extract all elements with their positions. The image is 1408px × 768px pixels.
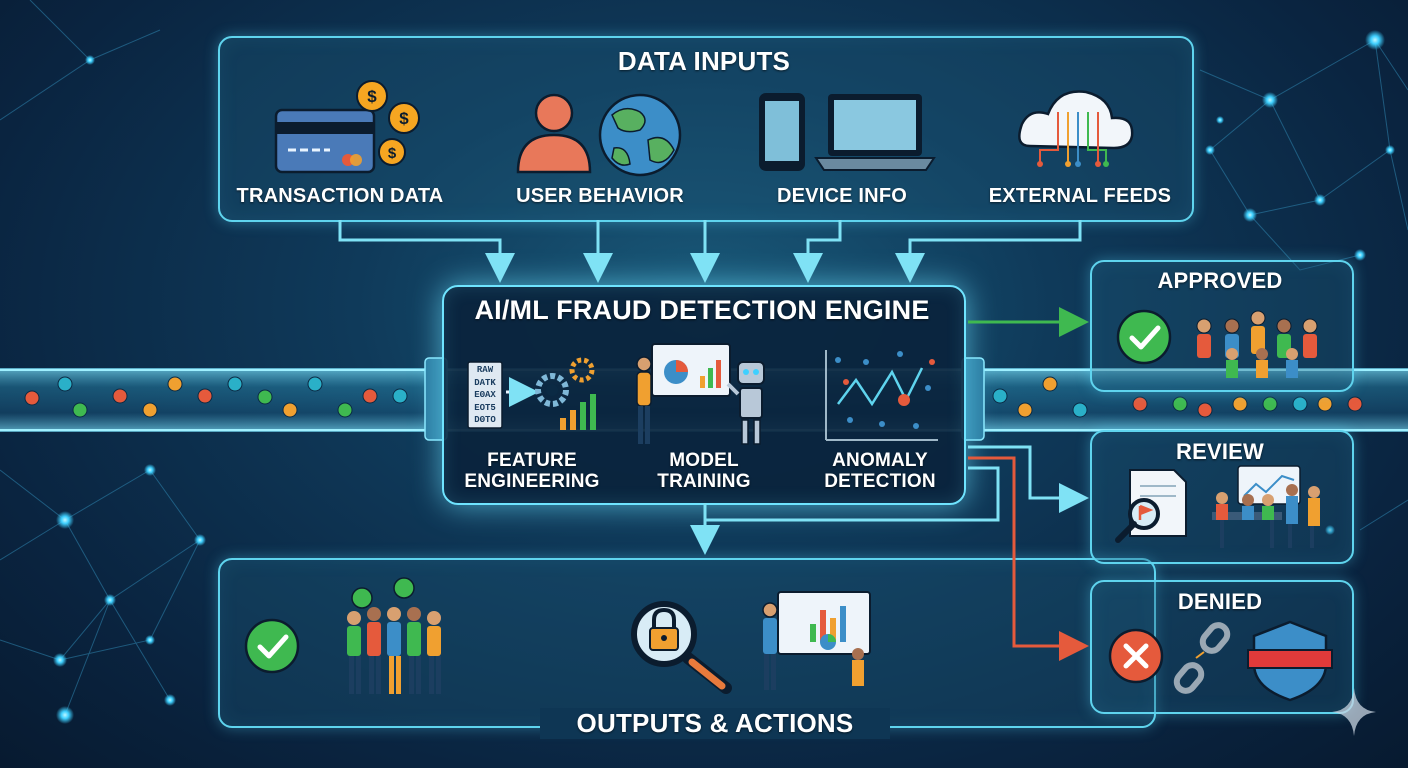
input-label-user-behavior: USER BEHAVIOR	[516, 185, 684, 207]
input-label-external-feeds: EXTERNAL FEEDS	[988, 185, 1172, 207]
broken-chain-icon	[1173, 622, 1231, 694]
review-team-icon	[1212, 465, 1320, 548]
review-label: REVIEW	[1176, 439, 1264, 464]
input-label-transaction: TRANSACTION DATA	[236, 185, 444, 207]
raw-line: EOT5	[474, 402, 496, 413]
feature-engineering-icon	[467, 357, 596, 430]
input-label-device-info: DEVICE INFO	[777, 185, 907, 207]
svg-text:$: $	[388, 145, 397, 162]
step-model-line2: TRAINING	[657, 471, 751, 492]
denied-arrow	[968, 456, 1089, 661]
cloud-icon	[1018, 90, 1134, 167]
svg-text:$: $	[367, 87, 377, 106]
credit-card-icon: $ $ $	[274, 80, 420, 174]
x-icon	[1108, 628, 1164, 684]
devices-icon	[759, 93, 936, 171]
loop-line	[705, 466, 1000, 522]
pipe-data-particles	[24, 376, 1363, 418]
svg-text:$: $	[399, 109, 409, 128]
anomaly-detection-icon	[825, 350, 938, 441]
input-arrows	[338, 220, 1082, 283]
raw-line: EΘAX	[474, 390, 496, 400]
raw-data-lines: RAW DATK EΘAX EOT5 DΘTO	[470, 364, 500, 427]
raw-line: DATK	[474, 377, 496, 388]
check-icon	[1116, 309, 1172, 365]
lock-magnifier-icon	[631, 601, 732, 694]
approved-people-icon	[1196, 310, 1318, 378]
step-feature-line2: ENGINEERING	[464, 471, 600, 492]
output-check-icon	[244, 618, 300, 674]
sparkle-icon	[1332, 688, 1376, 736]
approved-label: APPROVED	[1157, 268, 1283, 293]
happy-people-icon	[347, 577, 441, 694]
user-globe-icon	[516, 93, 682, 177]
raw-line: RAW	[476, 365, 494, 375]
step-model-line1: MODEL	[669, 450, 739, 471]
step-anomaly-line1: ANOMALY	[832, 450, 928, 471]
network-nodes	[53, 30, 1395, 724]
shield-icon	[1247, 620, 1333, 702]
magnifier-document-icon	[1115, 469, 1187, 543]
data-inputs-title: DATA INPUTS	[617, 46, 791, 76]
engine-title: AI/ML FRAUD DETECTION ENGINE	[474, 295, 930, 325]
raw-line: DΘTO	[474, 415, 496, 425]
review-arrow	[968, 445, 1089, 513]
step-feature-line1: FEATURE	[487, 450, 577, 471]
presenter-icon	[762, 591, 871, 690]
outputs-title: OUTPUTS & ACTIONS	[540, 708, 890, 739]
step-anomaly-line2: DETECTION	[824, 471, 936, 492]
denied-label: DENIED	[1177, 589, 1263, 614]
model-training-icon	[636, 343, 765, 445]
